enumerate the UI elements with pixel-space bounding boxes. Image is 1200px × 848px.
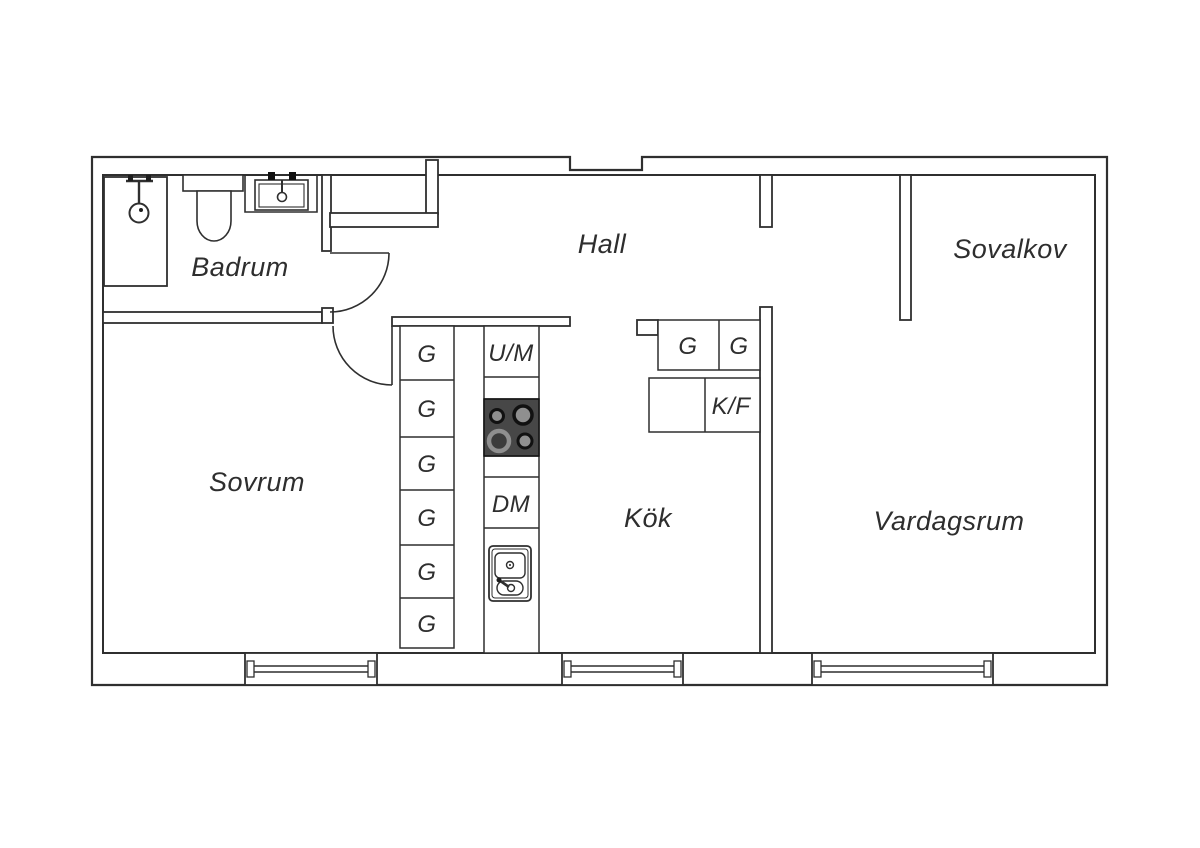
kitchen-sink-icon (488, 545, 532, 602)
bathroom-door (329, 252, 390, 313)
bedroom-door-swing-arc (332, 325, 393, 386)
wardrobe-label-1: G (417, 341, 436, 368)
wardrobe-label-3: G (417, 451, 436, 478)
bathroom-door-jamb (321, 307, 334, 324)
windows (244, 652, 994, 686)
toilet-icon (182, 174, 244, 242)
outer-wall-outline (90, 155, 1109, 687)
kitchen-counter-column (483, 325, 540, 654)
bathroom-door-swing-arc (329, 252, 390, 313)
wardrobe-label-5: G (417, 559, 436, 586)
room-label-vardagsrum: Vardagsrum (873, 506, 1024, 536)
cabinet-labels: G G G G G G U/M DM G G K/F (417, 333, 752, 638)
interior-walls (102, 159, 912, 654)
hall-wardrobes (657, 319, 761, 371)
window-kitchen (561, 652, 684, 686)
kitchen-door-jamb (636, 319, 659, 336)
washing-machine-label: U/M (488, 340, 534, 367)
room-labels: Badrum Hall Sovalkov Sovrum Kök Vardagsr… (191, 229, 1068, 536)
bathroom-south-wall (102, 311, 323, 324)
hall-stub-wall (759, 174, 773, 228)
room-label-sovalkov: Sovalkov (953, 234, 1068, 264)
hall-kitchen-wall (391, 316, 571, 327)
fridge-freezer-block (648, 377, 761, 433)
room-label-kok: Kök (624, 503, 673, 533)
bathroom-fixtures (103, 172, 318, 287)
room-label-hall: Hall (578, 229, 627, 259)
window-bedroom (244, 652, 378, 686)
doors (329, 252, 393, 386)
wardrobe-column (399, 325, 455, 649)
dishwasher-label: DM (492, 491, 530, 518)
entry-stub-wall (329, 212, 439, 228)
room-label-badrum: Badrum (191, 252, 289, 282)
kitchen-livingroom-wall (759, 306, 773, 654)
hall-wardrobe-label-1: G (678, 333, 697, 360)
wardrobe-label-2: G (417, 396, 436, 423)
bedroom-door (332, 325, 393, 386)
wardrobe-label-4: G (417, 505, 436, 532)
room-label-sovrum: Sovrum (209, 467, 305, 497)
washbasin-icon (244, 172, 318, 213)
fridge-freezer-label: K/F (712, 393, 752, 420)
shower-icon (103, 175, 168, 287)
wardrobe-label-6: G (417, 611, 436, 638)
stove-icon (483, 398, 540, 457)
sovalkov-wall (899, 174, 912, 321)
hall-wardrobe-label-2: G (729, 333, 748, 360)
window-livingroom (811, 652, 994, 686)
entry-column-wall (425, 159, 439, 215)
